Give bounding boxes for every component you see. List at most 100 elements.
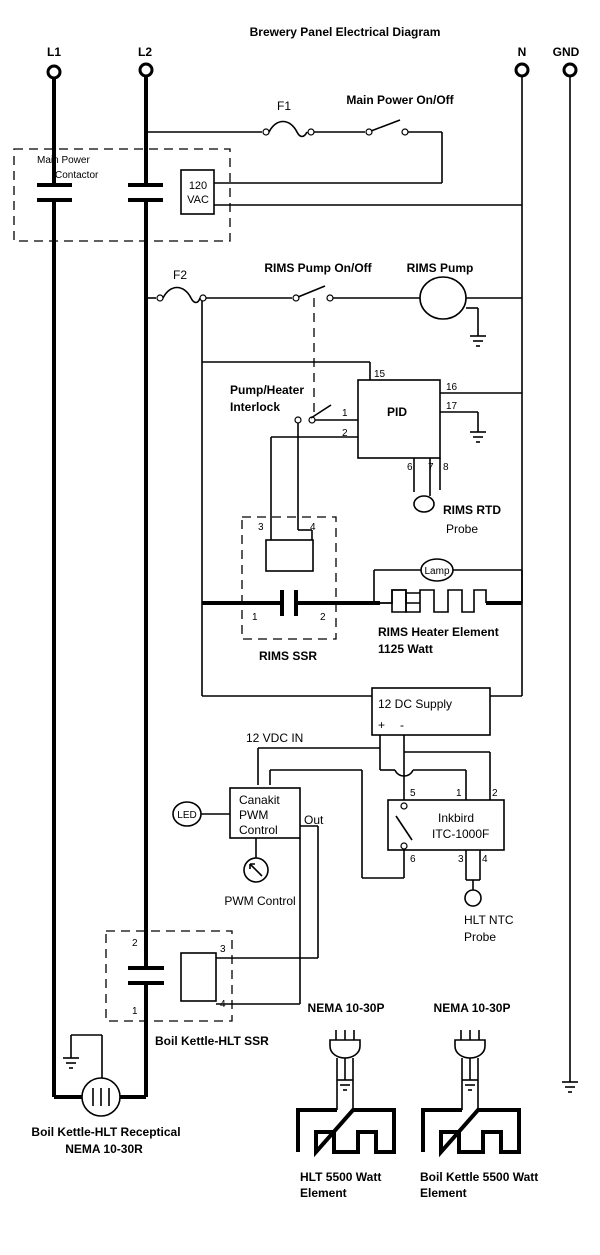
pump-switch-label: RIMS Pump On/Off	[264, 261, 372, 275]
boil-ssr-pin-2: 2	[132, 938, 138, 949]
pid-pin-17: 17	[446, 401, 458, 412]
inkbird-label-line1: Inkbird	[438, 811, 474, 825]
boil-element-line1: Boil Kettle 5500 Watt	[420, 1170, 538, 1184]
rims-ssr-pin-4: 4	[310, 522, 316, 533]
pid-pin-6: 6	[407, 462, 413, 473]
pwm-out-label: Out	[304, 813, 324, 827]
rims-ssr-label: RIMS SSR	[259, 649, 317, 663]
inkbird-controller	[387, 799, 505, 851]
rims-heater-element	[380, 589, 487, 613]
pid-controller	[357, 379, 441, 459]
rims-ssr-pin-1: 1	[252, 612, 258, 623]
inkbird-pin-3: 3	[458, 854, 464, 865]
n-terminal	[514, 62, 530, 78]
heater-label-line2: 1125 Watt	[378, 642, 433, 656]
hlt-plug-label: NEMA 10-30P	[308, 1001, 385, 1015]
dc-supply-label: 12 DC Supply	[378, 697, 452, 711]
pid-pin-1: 1	[342, 408, 348, 419]
receptacle-icon	[81, 1077, 121, 1117]
rims-ssr-pin-3: 3	[258, 522, 264, 533]
l2-label: L2	[138, 45, 152, 59]
inkbird-pin-2: 2	[492, 788, 498, 799]
inkbird-pin-6: 6	[410, 854, 416, 865]
hlt-element-line2: Element	[300, 1186, 347, 1200]
interlock-label-line2: Interlock	[230, 400, 280, 414]
dc-minus-label: -	[400, 718, 404, 732]
inkbird-pin-5: 5	[410, 788, 416, 799]
interlock-label-line1: Pump/Heater	[230, 383, 304, 397]
diagram-title: Brewery Panel Electrical Diagram	[250, 25, 441, 39]
boil-element	[421, 1108, 521, 1158]
receptacle-wiring	[63, 1034, 103, 1080]
pwm-control-label: PWM Control	[224, 894, 295, 908]
pid-wiring	[201, 301, 522, 696]
pid-pin-16: 16	[446, 382, 458, 393]
boil-plug-icon	[454, 1030, 486, 1110]
pid-ground-icon	[470, 431, 486, 443]
f2-label: F2	[173, 268, 187, 282]
rims-ssr-pin-2: 2	[320, 612, 326, 623]
pump-ground-icon	[470, 335, 486, 347]
rims-pump-motor	[419, 276, 467, 320]
pid-pin-15: 15	[374, 369, 386, 380]
gnd-rail-ground-icon	[562, 1081, 578, 1093]
n-label: N	[518, 45, 527, 59]
contactor-label-line2: Contactor	[55, 170, 99, 181]
pwm-label-line2: PWM	[239, 808, 268, 822]
hlt-element	[296, 1108, 396, 1158]
rtd-probe-icon	[413, 495, 435, 513]
inkbird-relay	[395, 802, 481, 890]
pump-label: RIMS Pump	[407, 261, 474, 275]
rims-pump-circuit	[146, 285, 522, 415]
hlt-element-line1: HLT 5500 Watt	[300, 1170, 381, 1184]
pwm-knob-icon	[243, 857, 269, 883]
ntc-label-line1: HLT NTC	[464, 913, 514, 927]
boil-ssr-contacts	[128, 966, 164, 985]
contactor-contacts	[37, 183, 163, 202]
gnd-terminal	[562, 62, 578, 78]
boil-ssr-pin-3: 3	[220, 944, 226, 955]
main-power-switch-label: Main Power On/Off	[346, 93, 454, 107]
dc-supply-wiring	[202, 695, 522, 800]
heater-label-line1: RIMS Heater Element	[378, 625, 499, 639]
boil-ssr-label: Boil Kettle-HLT SSR	[155, 1034, 269, 1048]
boil-element-line2: Element	[420, 1186, 467, 1200]
pid-label: PID	[387, 405, 407, 419]
contactor-coil	[180, 169, 215, 215]
lamp-icon	[420, 558, 454, 582]
main-contactor-enclosure	[13, 148, 231, 242]
l1-label: L1	[47, 45, 61, 59]
receptacle-label-line1: Boil Kettle-HLT Receptical	[31, 1125, 180, 1139]
pwm-wiring	[200, 769, 404, 1005]
pwm-label-line1: Canakit	[239, 793, 280, 807]
boil-ssr-enclosure	[105, 930, 233, 1022]
boil-plug-label: NEMA 10-30P	[434, 1001, 511, 1015]
pid-pin-8: 8	[443, 462, 449, 473]
receptacle-label-line2: NEMA 10-30R	[65, 1142, 143, 1156]
ntc-probe-icon	[464, 889, 482, 907]
dc-supply-box	[371, 687, 491, 736]
main-rails	[52, 76, 571, 1099]
led-label: LED	[177, 810, 196, 821]
coil-label-line2: VAC	[187, 194, 209, 206]
f1-label: F1	[277, 99, 291, 113]
dc-plus-label: +	[378, 718, 385, 732]
coil-label-line1: 120	[189, 180, 207, 192]
inkbird-pin-4: 4	[482, 854, 488, 865]
contactor-label-line1: Main Power	[37, 155, 90, 166]
pid-pin-7: 7	[428, 462, 434, 473]
main-power-circuit	[146, 119, 522, 206]
boil-ssr-pin-1: 1	[132, 1006, 138, 1017]
inkbird-pin-1: 1	[456, 788, 462, 799]
lamp-label: Lamp	[424, 566, 449, 577]
l2-terminal	[138, 62, 154, 78]
led-icon	[172, 801, 202, 827]
boil-ssr-pin-4: 4	[220, 999, 226, 1010]
pwm-label-line3: Control	[239, 823, 278, 837]
pwm-controller	[229, 787, 301, 839]
inkbird-label-line2: ITC-1000F	[432, 827, 489, 841]
ntc-label-line2: Probe	[464, 930, 496, 944]
pid-pin-2: 2	[342, 428, 348, 439]
rims-ssr-coil	[265, 539, 314, 572]
